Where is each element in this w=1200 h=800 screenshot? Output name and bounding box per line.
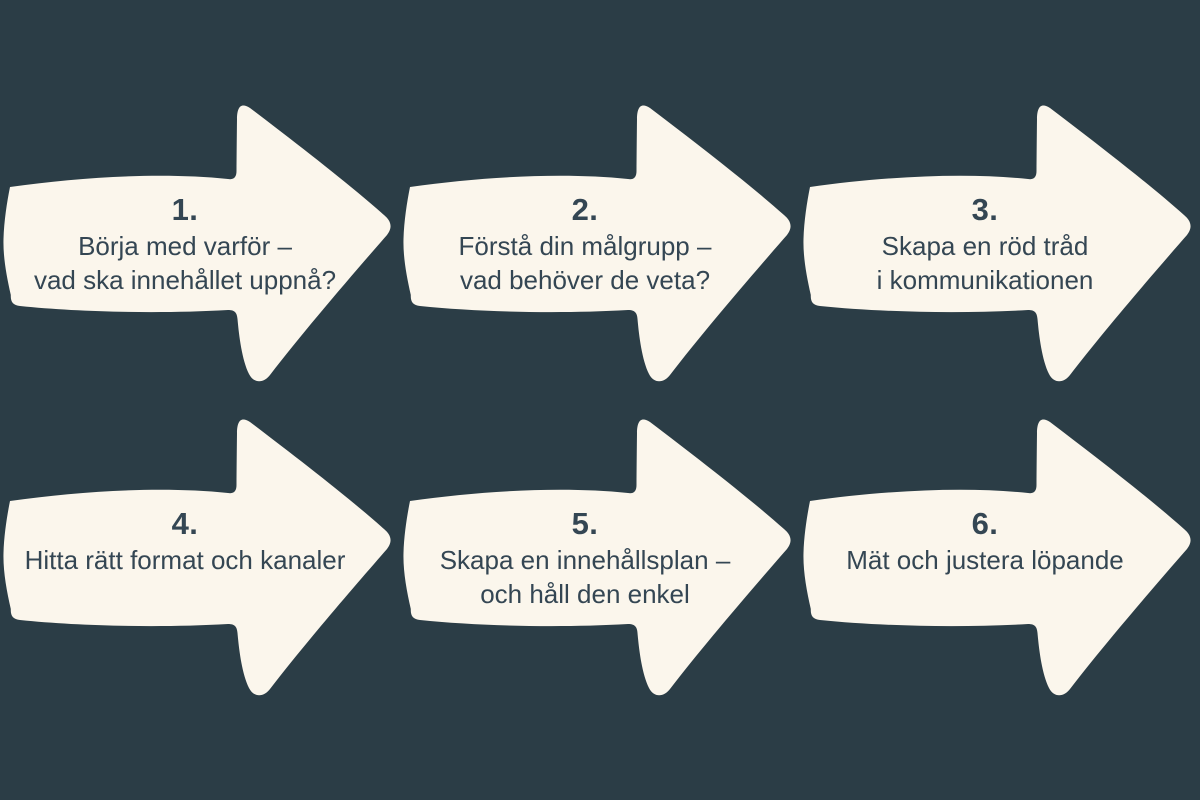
step-text-line: Mät och justera löpande — [846, 545, 1124, 575]
step-card-4: 4. Hitta rätt format och kanaler — [0, 409, 400, 709]
step-text-line: i kommunikationen — [876, 265, 1094, 295]
step-text-block: 5. Skapa en innehållsplan – och håll den… — [405, 505, 765, 611]
step-text-block: 4. Hitta rätt format och kanaler — [5, 505, 365, 577]
step-text-line: vad ska innehållet uppnå? — [33, 265, 337, 295]
step-text-line: och håll den enkel — [480, 579, 690, 609]
step-text-block: 6. Mät och justera löpande — [805, 505, 1165, 577]
step-number: 6. — [971, 506, 999, 541]
step-number: 1. — [171, 192, 199, 227]
step-number: 2. — [571, 192, 599, 227]
step-text-line: Hitta rätt format och kanaler — [24, 545, 346, 575]
step-text-block: 2. Förstå din målgrupp – vad behöver de … — [405, 191, 765, 297]
step-text-block: 1. Börja med varför – vad ska innehållet… — [5, 191, 365, 297]
step-text-line: Börja med varför – — [78, 231, 292, 261]
step-card-5: 5. Skapa en innehållsplan – och håll den… — [400, 409, 800, 709]
step-text-line: Skapa en innehållsplan – — [439, 545, 731, 575]
step-number: 4. — [171, 506, 199, 541]
step-text-block: 3. Skapa en röd tråd i kommunikationen — [805, 191, 1165, 297]
step-card-3: 3. Skapa en röd tråd i kommunikationen — [800, 95, 1200, 395]
step-text-line: Skapa en röd tråd — [881, 231, 1089, 261]
step-text-line: Förstå din målgrupp – — [458, 231, 712, 261]
step-number: 5. — [571, 506, 599, 541]
step-number: 3. — [971, 192, 999, 227]
step-card-1: 1. Börja med varför – vad ska innehållet… — [0, 95, 400, 395]
step-card-2: 2. Förstå din målgrupp – vad behöver de … — [400, 95, 800, 395]
step-card-6: 6. Mät och justera löpande — [800, 409, 1200, 709]
step-text-line: vad behöver de veta? — [459, 265, 711, 295]
